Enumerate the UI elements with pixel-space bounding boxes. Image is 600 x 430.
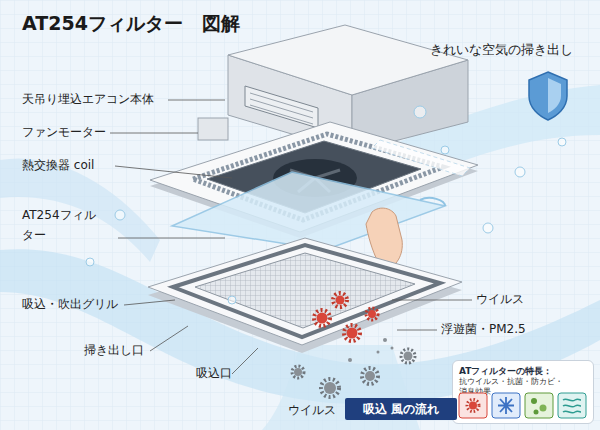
unit-top xyxy=(228,25,468,95)
leader-line xyxy=(168,100,225,101)
diagram-title: AT254フィルター 図解 xyxy=(22,11,240,36)
virus-body xyxy=(336,296,345,305)
airflow-swoosh xyxy=(0,158,160,262)
leader-line xyxy=(118,238,225,239)
filter-curl xyxy=(420,198,445,206)
vent-slits xyxy=(250,93,313,124)
antivirus-icon xyxy=(459,393,487,418)
bubble xyxy=(228,296,236,304)
bubble xyxy=(86,258,94,266)
icon-mold xyxy=(540,405,547,412)
virus-body xyxy=(324,382,336,394)
part-label: 吸込口 xyxy=(196,366,266,382)
virus-body xyxy=(347,328,358,339)
unit-vent xyxy=(245,86,318,128)
bubble xyxy=(115,210,125,220)
part-label: AT254フィル ター xyxy=(22,206,117,246)
virus-red xyxy=(314,293,378,341)
virus-spikes xyxy=(401,349,415,363)
particle xyxy=(383,338,387,342)
leader-line xyxy=(392,300,472,301)
virus-spikes xyxy=(366,308,378,320)
icon-bacteria xyxy=(498,397,514,414)
part-label: 浮遊菌・PM2.5 xyxy=(441,322,561,338)
particle xyxy=(348,358,352,362)
leader-line xyxy=(110,133,198,134)
leader-line xyxy=(150,326,188,351)
part-label: 熱交換器 coil xyxy=(22,158,132,174)
feature-box: ATフィルターの特長：抗ウイルス・抗菌・防カビ・消臭効果 xyxy=(452,360,594,424)
virus-body xyxy=(317,313,328,324)
part-label: ファンモーター xyxy=(22,125,132,141)
grille-mesh xyxy=(195,253,415,328)
bubble xyxy=(414,106,426,118)
leader-line xyxy=(124,300,175,305)
caption-label: きれいな空気の掃き出し xyxy=(430,42,600,59)
icon-virus xyxy=(469,402,477,410)
node-body: 抗ウイルス・抗菌・防カビ・消臭効果 xyxy=(459,377,587,397)
icon-waves xyxy=(563,399,581,413)
outlet-stream xyxy=(372,140,470,176)
bubble xyxy=(483,223,493,233)
icon-mold xyxy=(534,410,539,415)
outlet-slot xyxy=(173,245,440,337)
intake-grille xyxy=(148,238,462,345)
leader-line xyxy=(397,330,437,331)
icon-virus-spikes xyxy=(467,400,479,412)
bubbles xyxy=(86,106,566,304)
shield-highlight xyxy=(548,78,561,113)
antibacterial-icon xyxy=(492,393,520,418)
virus-grey xyxy=(292,349,415,397)
particle xyxy=(391,347,394,350)
virus-body xyxy=(294,368,302,376)
virus-spikes xyxy=(321,379,339,397)
leader-lines xyxy=(110,100,472,374)
pm-particles xyxy=(348,338,394,362)
bubble xyxy=(441,146,449,154)
virus-body xyxy=(404,352,413,361)
node-heading: 吸込 風の流れ xyxy=(349,401,453,417)
part-label: 天吊り埋込エアコン本体 xyxy=(22,92,172,108)
virus-spikes xyxy=(362,368,378,384)
antimold-icon xyxy=(525,393,553,418)
deodorize-icon xyxy=(558,393,586,418)
virus-spikes xyxy=(314,310,330,326)
bubble xyxy=(515,167,525,177)
virus-body xyxy=(365,371,375,381)
virus-body xyxy=(368,310,376,318)
node-heading: ATフィルターの特長： xyxy=(459,365,587,377)
virus-spikes xyxy=(333,293,347,307)
leader-line xyxy=(115,166,232,178)
virus-spikes xyxy=(292,366,304,378)
flow-badge: 吸込 風の流れ xyxy=(345,398,457,420)
virus-spikes xyxy=(344,325,360,341)
part-label: 吸込・吹出グリル xyxy=(22,297,132,313)
part-label: ウイルス xyxy=(476,292,556,308)
icon-mold xyxy=(531,398,537,404)
shield-icon xyxy=(529,72,567,120)
particle xyxy=(377,351,380,354)
fan-motor-box xyxy=(198,118,228,140)
bubble xyxy=(558,138,566,146)
part-label: 掃き出し口 xyxy=(84,343,174,359)
leader-line xyxy=(232,348,258,374)
